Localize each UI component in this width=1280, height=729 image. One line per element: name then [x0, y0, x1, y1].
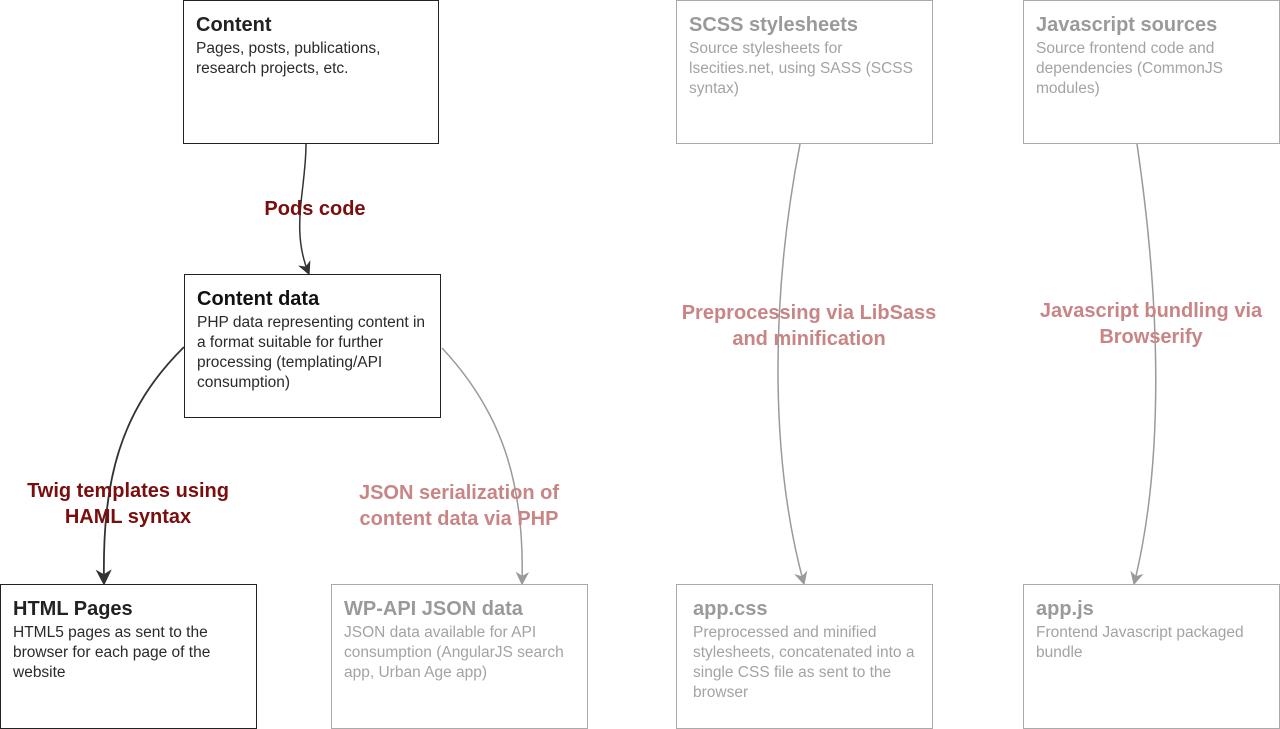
arrow-content-data-to-wp-api — [441, 347, 530, 586]
node-content-data: Content data PHP data representing conte… — [184, 274, 441, 418]
node-description: Source stylesheets for lsecities.net, us… — [689, 40, 913, 97]
node-title: HTML Pages — [13, 598, 133, 620]
node-description: HTML5 pages as sent to the browser for e… — [13, 624, 211, 681]
edge-label-preprocessing: Preprocessing via LibSass and minificati… — [681, 302, 937, 350]
node-title: Javascript sources — [1036, 14, 1218, 36]
node-app-css: app.css Preprocessed and minified styles… — [676, 584, 933, 729]
node-description: PHP data representing content in a forma… — [197, 314, 426, 391]
node-description: Frontend Javascript packaged bundle — [1036, 624, 1244, 661]
node-description: Source frontend code and dependencies (C… — [1036, 40, 1223, 97]
node-html-pages: HTML Pages HTML5 pages as sent to the br… — [0, 584, 257, 729]
node-content: Content Pages, posts, publications, rese… — [183, 0, 439, 144]
arrow-content-to-content-data — [297, 143, 311, 276]
node-app-js: app.js Frontend Javascript packaged bund… — [1023, 584, 1280, 729]
node-scss-stylesheets: SCSS stylesheets Source stylesheets for … — [676, 0, 933, 144]
node-description: Pages, posts, publications, research pro… — [196, 40, 381, 77]
arrow-scss-to-app-css — [777, 143, 808, 586]
node-wp-api-json-data: WP-API JSON data JSON data available for… — [331, 584, 588, 729]
node-title: WP-API JSON data — [344, 598, 523, 620]
node-title: app.css — [693, 598, 768, 620]
node-description: Preprocessed and minified stylesheets, c… — [693, 624, 915, 701]
node-description: JSON data available for API consumption … — [344, 624, 564, 681]
edge-label-twig-templates: Twig templates using HAML syntax — [27, 480, 229, 528]
arrow-js-sources-to-app-js — [1130, 143, 1157, 586]
edge-label-json-serialization: JSON serialization of content data via P… — [358, 482, 560, 530]
arrow-content-data-to-html-pages — [95, 346, 185, 586]
edge-label-pods-code: Pods code — [264, 198, 366, 220]
edge-label-js-bundling: Javascript bundling via Browserify — [1039, 300, 1263, 348]
node-javascript-sources: Javascript sources Source frontend code … — [1023, 0, 1280, 144]
node-title: SCSS stylesheets — [689, 14, 858, 36]
node-title: app.js — [1036, 598, 1094, 620]
node-title: Content data — [197, 288, 320, 310]
node-title: Content — [196, 14, 272, 36]
